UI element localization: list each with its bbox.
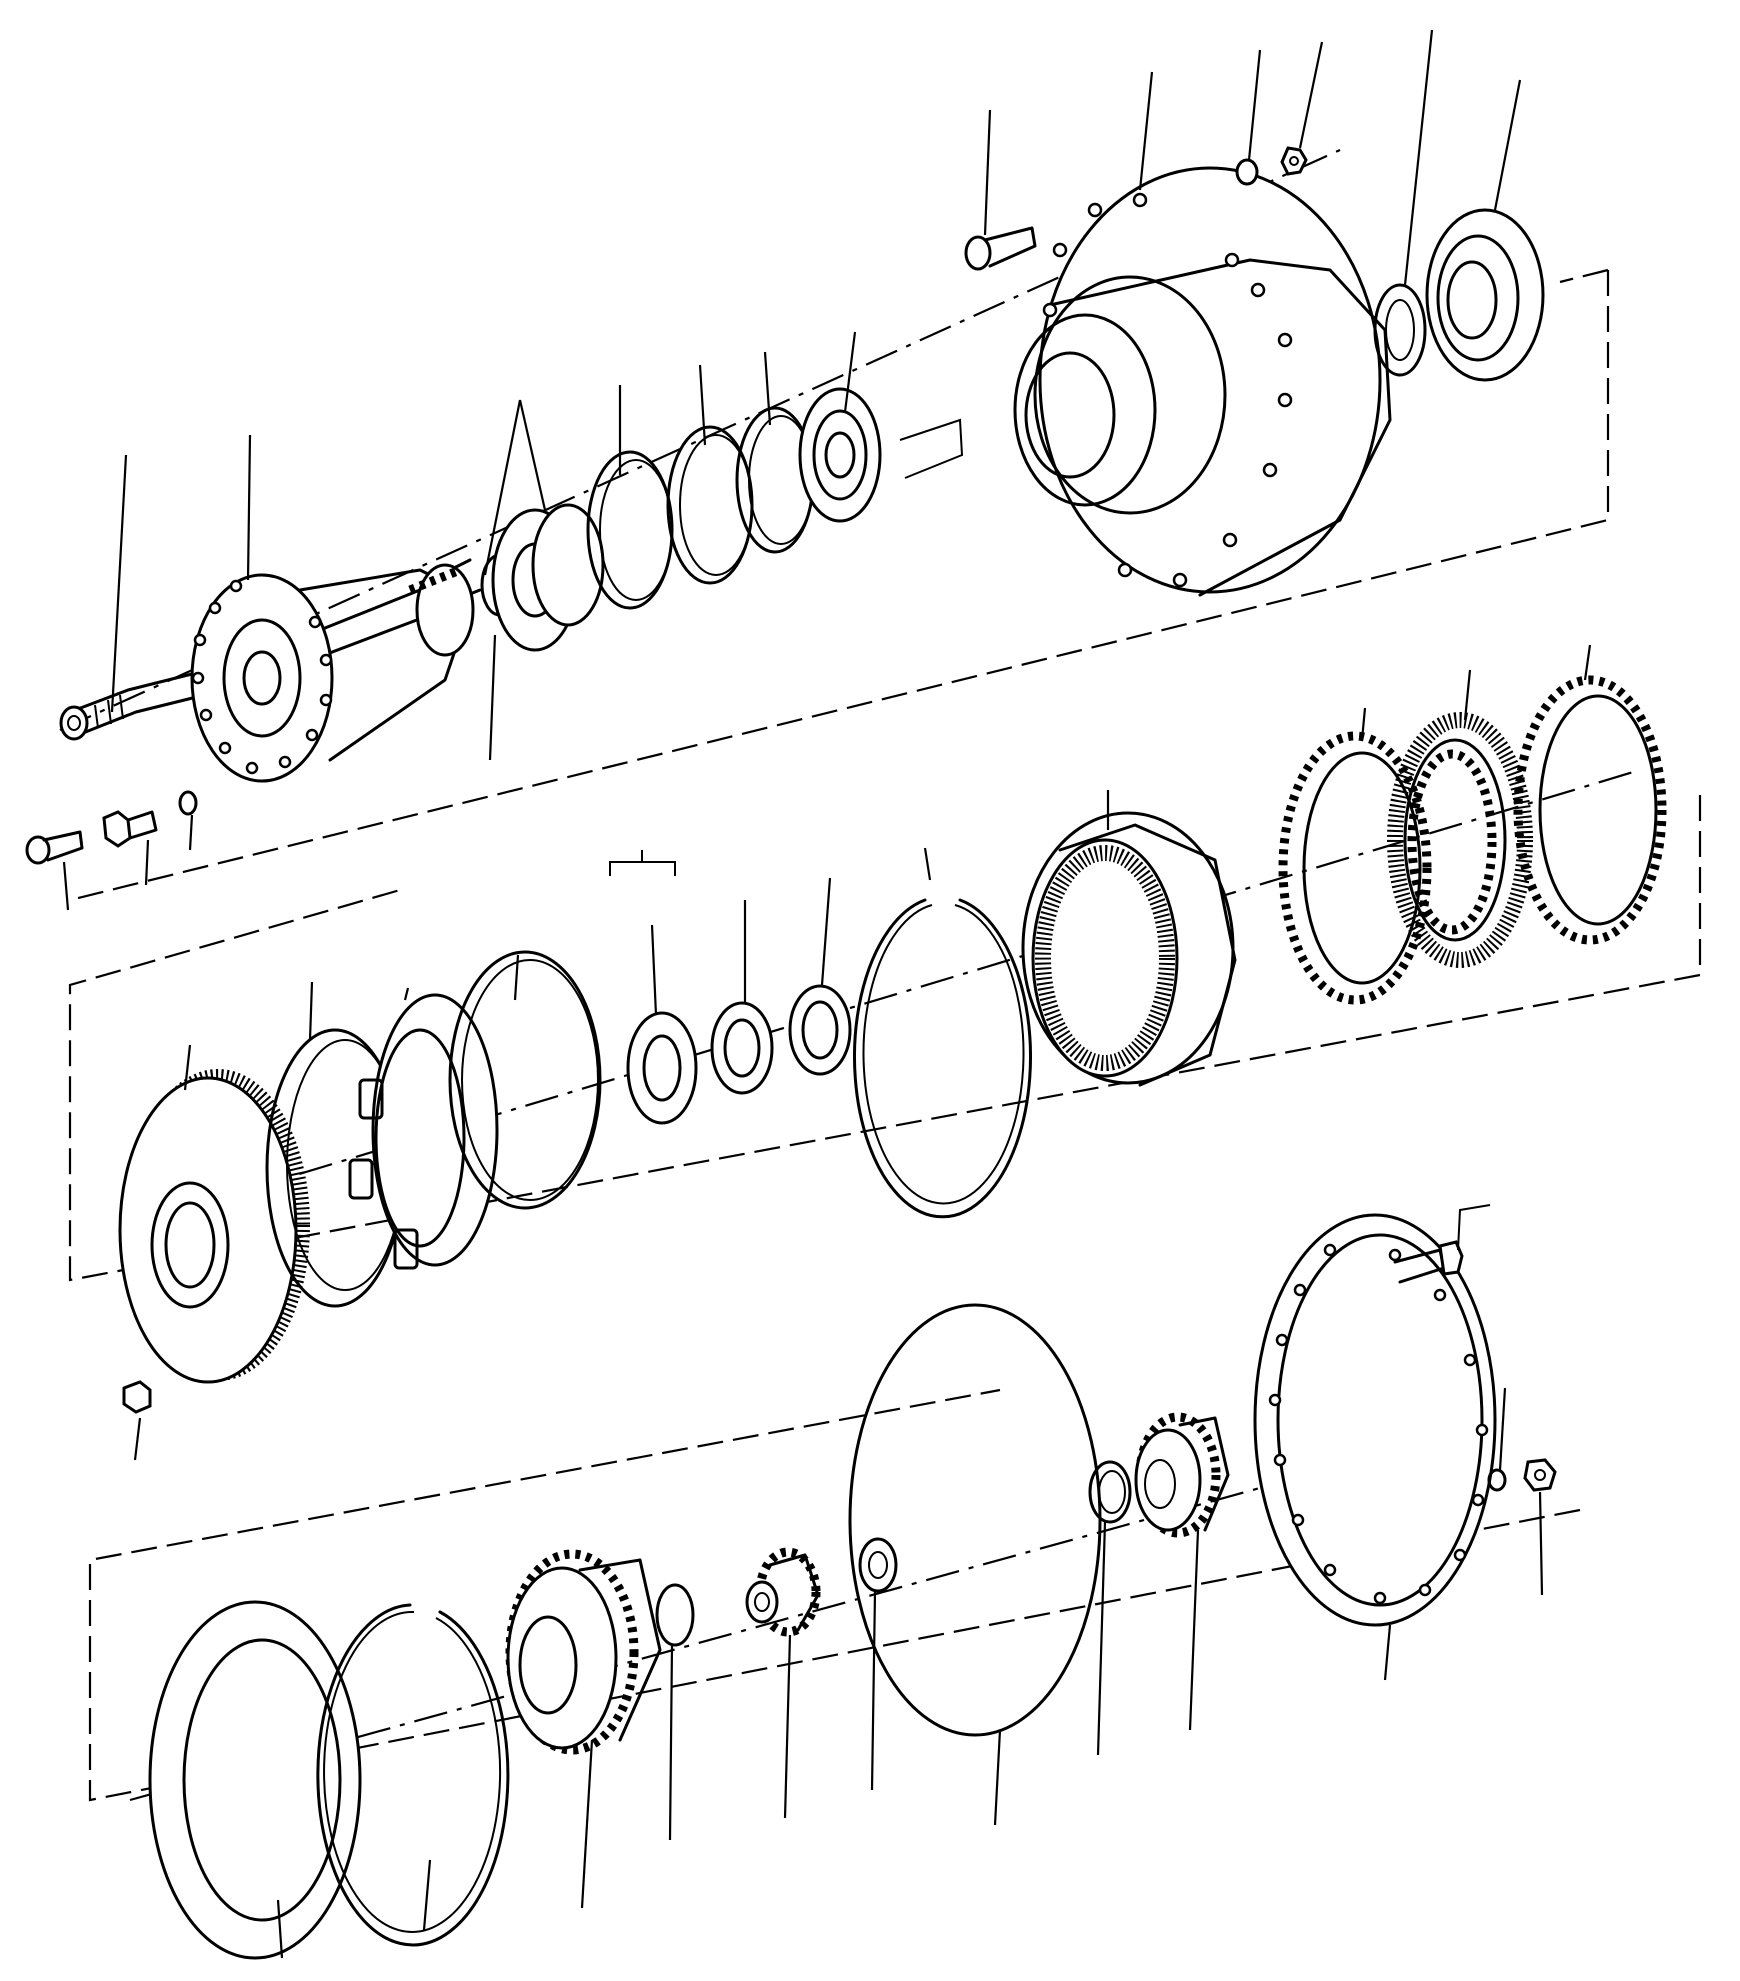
- intermediate-gear: [1134, 1412, 1230, 1538]
- row-3-frame: [88, 1388, 1581, 1802]
- cover-nut: [1523, 1458, 1557, 1492]
- spacer-ring: [491, 503, 605, 652]
- row-1-frame-top: [1559, 268, 1609, 284]
- cover-plate: [1253, 1213, 1497, 1627]
- row-2-leader-lines: [133, 644, 1592, 1461]
- housing-ball-bearing: [1425, 208, 1545, 382]
- housing-bolt: [964, 226, 1037, 271]
- large-circlip: [316, 1603, 510, 1947]
- pinion-gear: [745, 1547, 821, 1637]
- thrust-washer: [710, 1001, 774, 1095]
- piston-carrier: [348, 993, 499, 1270]
- housing-washer: [1235, 158, 1259, 186]
- large-snap-ring: [448, 950, 602, 1210]
- thin-wire-ring: [848, 1303, 1102, 1737]
- spacer-washer: [788, 984, 852, 1076]
- snap-ring-1: [586, 450, 674, 610]
- o-ring-small: [178, 790, 198, 816]
- steel-plate-2: [1513, 675, 1667, 945]
- plug-fitting: [102, 810, 158, 848]
- cover-bolt: [1393, 1204, 1491, 1284]
- row-2-clutch-pack: [68, 644, 1702, 1461]
- tab-washer: [858, 1537, 898, 1593]
- housing-seal-ring: [1373, 283, 1427, 377]
- small-screw: [25, 830, 84, 865]
- friction-plate: [1387, 712, 1533, 968]
- row-1-leader-lines: [62, 29, 1522, 911]
- clutch-hub: [118, 1069, 310, 1384]
- housing-nut: [1280, 146, 1308, 176]
- large-thrust-plate: [148, 1600, 362, 1960]
- ring-nut: [609, 850, 698, 1125]
- cover-washer: [1487, 1468, 1507, 1492]
- row-1-frame: [69, 270, 1610, 902]
- row-3-axis: [129, 1428, 1471, 1802]
- small-snap-ring: [1088, 1460, 1132, 1524]
- set-screw: [122, 1380, 152, 1414]
- row-1-shaft-and-housing: [25, 29, 1610, 911]
- steel-plate-1: [1278, 731, 1432, 1005]
- row-2-frame: [68, 795, 1702, 1282]
- clutch-drum: [1021, 811, 1237, 1087]
- circlip: [853, 898, 1032, 1219]
- row-3-gear-set: [88, 1204, 1581, 1960]
- row-3-leader-lines: [276, 1387, 1544, 1959]
- shaft-flange: [190, 568, 464, 783]
- small-o-ring: [655, 1583, 695, 1647]
- shaft-bearing: [798, 387, 964, 523]
- large-spur-gear: [505, 1549, 662, 1755]
- main-housing: [1013, 166, 1392, 597]
